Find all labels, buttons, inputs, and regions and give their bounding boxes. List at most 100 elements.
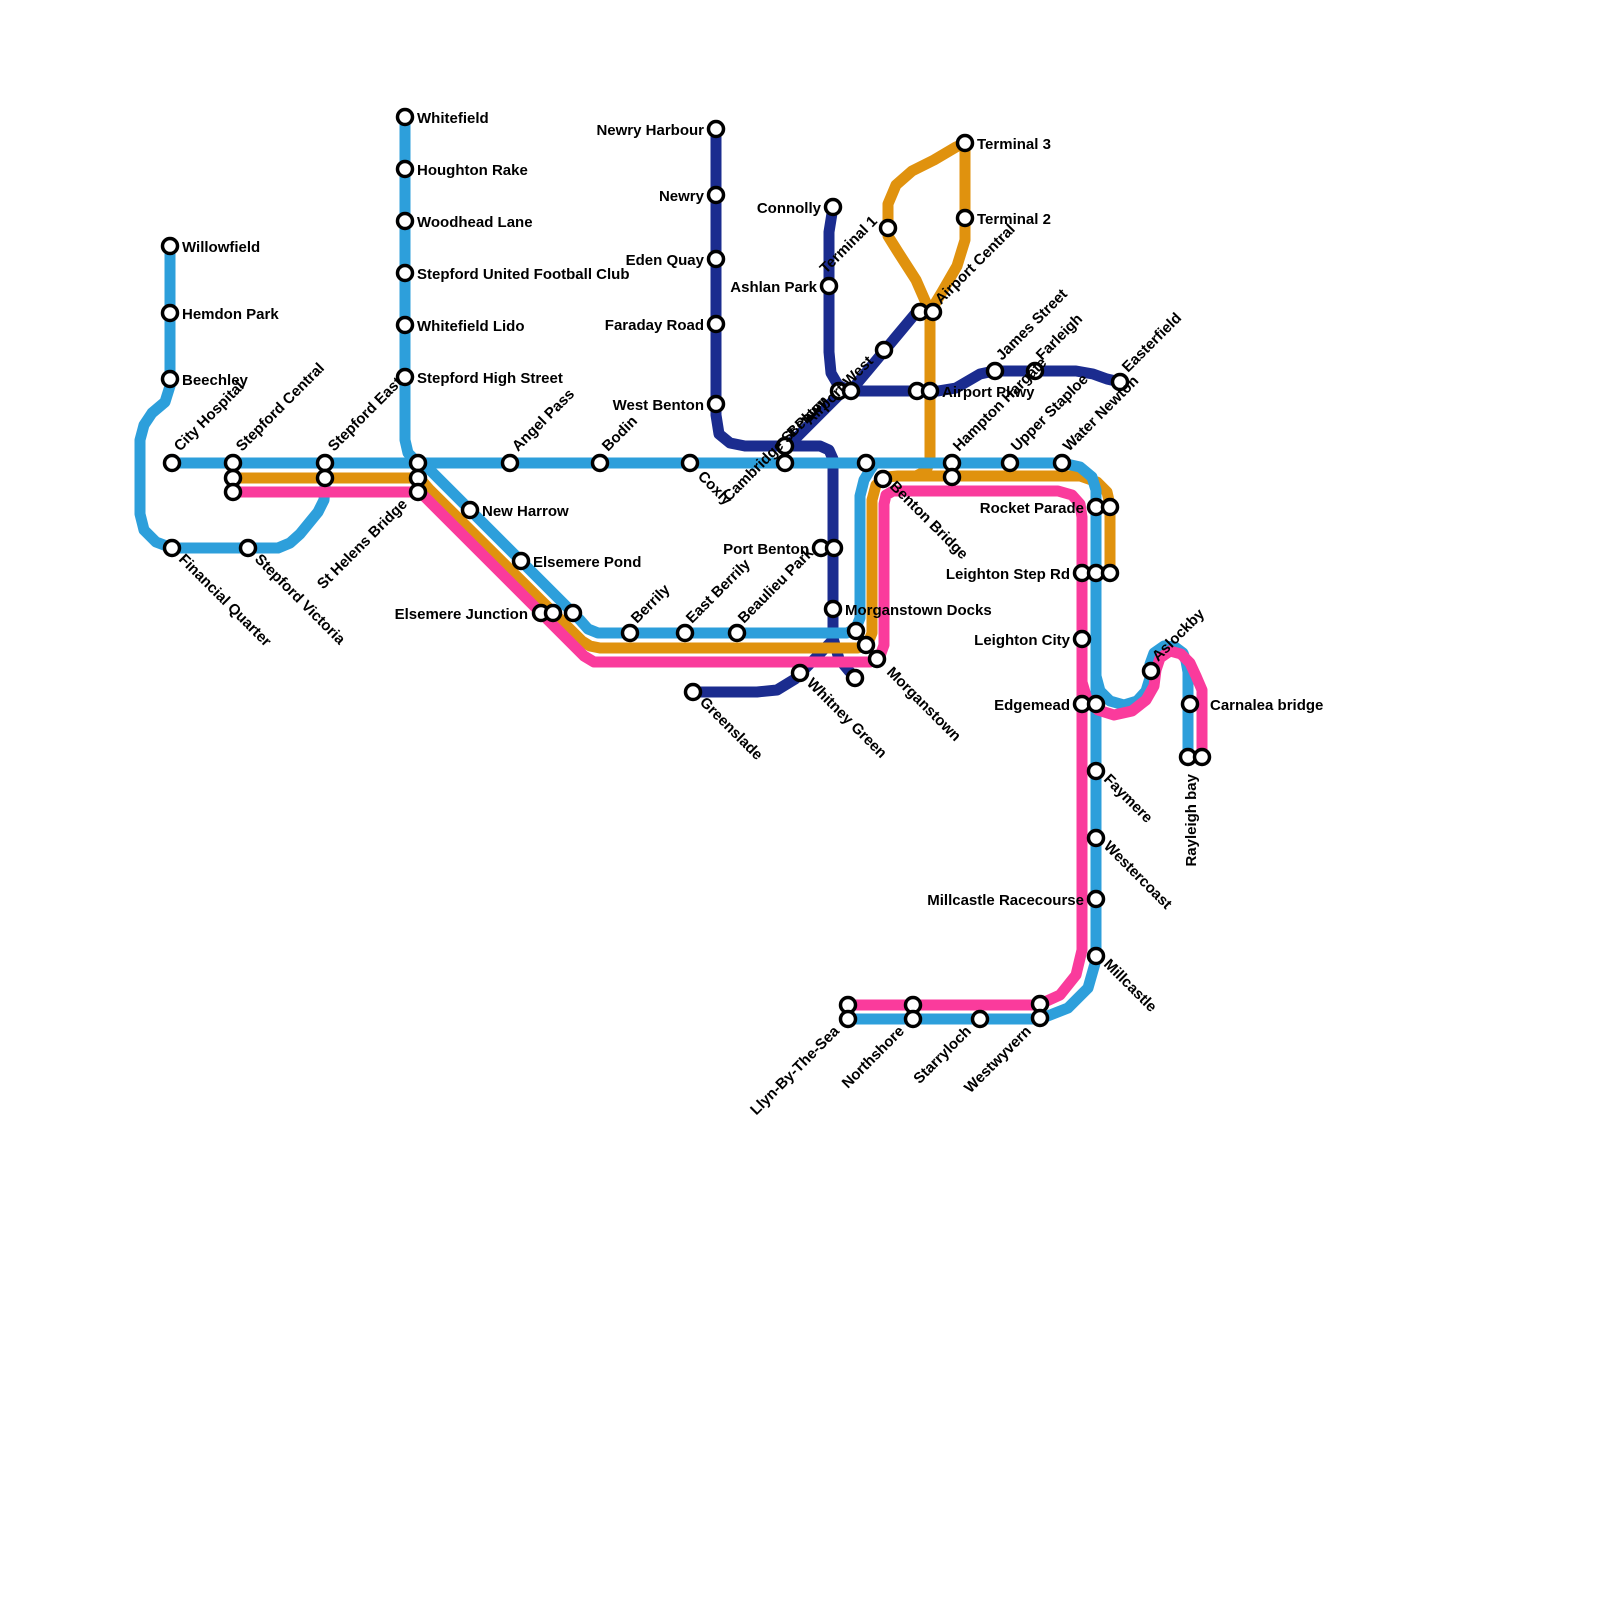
- station-dot-houghton-rake: [395, 159, 415, 179]
- station-label-westercoast: Westercoast: [1100, 838, 1175, 913]
- station-dot-stepford-east-1: [315, 468, 335, 488]
- station-dot-benton-bridge-0: [856, 453, 876, 473]
- station-dot-berrily: [620, 623, 640, 643]
- station-label-whitefield-lido: Whitefield Lido: [417, 318, 524, 335]
- station-label-greenslade: Greenslade: [696, 694, 766, 764]
- station-dot-easterfield: [1110, 372, 1130, 392]
- station-dot-stepford-east-0: [315, 453, 335, 473]
- station-dot-rocket-parade-1: [1100, 497, 1120, 517]
- station-dot-port-benton-1: [824, 538, 844, 558]
- station-dot-water-newton: [1052, 453, 1072, 473]
- station-dot-benton-bridge-1: [873, 469, 893, 489]
- station-dot-leighton-city: [1072, 629, 1092, 649]
- station-dot-westwyvern-1: [1030, 1008, 1050, 1028]
- station-label-west-benton: West Benton: [613, 397, 704, 414]
- station-label-carnalea-bridge: Carnalea bridge: [1210, 697, 1323, 714]
- station-label-easterfield: Easterfield: [1119, 310, 1185, 376]
- station-dot-ashlan-park: [819, 276, 839, 296]
- station-dot-coxly: [680, 453, 700, 473]
- station-label-elsemere-junction: Elsemere Junction: [395, 606, 528, 623]
- station-dot-west-benton: [706, 394, 726, 414]
- station-label-berrily: Berrily: [628, 581, 674, 627]
- station-dot-elsemere-pond: [511, 551, 531, 571]
- station-label-stepford-united-football-club: Stepford United Football Club: [417, 266, 629, 283]
- station-label-elsemere-pond: Elsemere Pond: [533, 554, 641, 571]
- station-dot-eden-quay: [706, 249, 726, 269]
- station-dot-farleigh: [1025, 361, 1045, 381]
- station-label-hemdon-park: Hemdon Park: [182, 306, 279, 323]
- station-dot-rayleigh-bay-1: [1192, 747, 1212, 767]
- station-label-morganstown-docks: Morganstown Docks: [845, 602, 992, 619]
- station-dot-aslockby: [1141, 661, 1161, 681]
- station-label-terminal-3: Terminal 3: [977, 136, 1051, 153]
- station-dot-stepford-high-street: [395, 367, 415, 387]
- station-dot-airport-west: [874, 340, 894, 360]
- station-label-port-benton: Port Benton: [723, 541, 809, 558]
- station-dot-greenslade: [683, 682, 703, 702]
- station-dot-newry: [706, 185, 726, 205]
- station-dot-financial-quarter: [162, 538, 182, 558]
- station-label-airport-pkwy: Airport Pkwy: [942, 384, 1035, 401]
- station-dot-faraday-road: [706, 314, 726, 334]
- station-dot-stepford-united-football-club: [395, 263, 415, 283]
- station-dot-airport-pkwy-1: [920, 381, 940, 401]
- station-label-newry: Newry: [659, 188, 705, 205]
- station-dot-morganstown-3: [845, 668, 865, 688]
- station-label-eden-quay: Eden Quay: [626, 252, 705, 269]
- station-dot-morganstown-2: [867, 649, 887, 669]
- station-label-willowfield: Willowfield: [182, 239, 260, 256]
- station-dot-newry-harbour: [706, 119, 726, 139]
- station-label-leighton-step-rd: Leighton Step Rd: [946, 566, 1070, 583]
- station-label-connolly: Connolly: [757, 200, 822, 217]
- station-dot-edgemead-1: [1086, 694, 1106, 714]
- station-label-llyn-by-the-sea: Llyn-By-The-Sea: [747, 1022, 843, 1118]
- station-dot-east-berrily: [675, 623, 695, 643]
- station-dot-elsemere-junction-1: [543, 603, 563, 623]
- line-orange-segment-1: [882, 137, 971, 318]
- station-label-faymere: Faymere: [1100, 771, 1156, 827]
- station-label-northshore: Northshore: [839, 1023, 908, 1092]
- station-dot-st-helens-bridge-0: [408, 453, 428, 473]
- station-label-new-harrow: New Harrow: [482, 503, 569, 520]
- station-dot-terminal-1: [878, 218, 898, 238]
- station-dot-benton-0: [775, 436, 795, 456]
- station-dot-elsemere-junction-2: [563, 603, 583, 623]
- station-label-whitney-green: Whitney Green: [803, 675, 890, 762]
- station-dot-westercoast: [1086, 828, 1106, 848]
- station-dot-james-street: [985, 361, 1005, 381]
- station-dot-leighton-step-rd-2: [1100, 563, 1120, 583]
- station-label-terminal-2: Terminal 2: [977, 211, 1051, 228]
- station-dot-bodin: [590, 453, 610, 473]
- station-label-angel-pass: Angel Pass: [509, 386, 578, 455]
- station-dot-whitefield-lido: [395, 315, 415, 335]
- station-label-faraday-road: Faraday Road: [605, 317, 704, 334]
- station-label-houghton-rake: Houghton Rake: [417, 162, 528, 179]
- station-dot-whitefield: [395, 107, 415, 127]
- line-pink-segment-0: [227, 485, 1088, 1011]
- station-label-rayleigh-bay: Rayleigh bay: [1183, 773, 1200, 866]
- station-dot-stepford-central-2: [223, 482, 243, 502]
- station-label-morganstown: Morganstown: [883, 664, 964, 745]
- station-label-ashlan-park: Ashlan Park: [730, 279, 817, 296]
- station-label-woodhead-lane: Woodhead Lane: [417, 214, 533, 231]
- station-dot-airport-central-1: [923, 302, 943, 322]
- station-dot-new-harrow: [460, 500, 480, 520]
- station-dot-willowfield: [160, 236, 180, 256]
- station-dot-beaulieu-park: [727, 623, 747, 643]
- station-label-st-helens-bridge: St Helens Bridge: [314, 496, 411, 593]
- station-dot-hemdon-park: [160, 303, 180, 323]
- station-label-bodin: Bodin: [599, 413, 641, 455]
- station-dot-millcastle: [1086, 946, 1106, 966]
- station-dot-terminal-3: [955, 133, 975, 153]
- station-dot-starryloch: [970, 1009, 990, 1029]
- station-dot-stepford-victoria: [238, 538, 258, 558]
- station-dot-millcastle-racecourse: [1086, 889, 1106, 909]
- station-dot-woodhead-lane: [395, 211, 415, 231]
- station-dot-carnalea-bridge: [1180, 694, 1200, 714]
- station-dot-morganstown-docks: [823, 599, 843, 619]
- station-dot-faymere: [1086, 761, 1106, 781]
- station-dot-upper-staploe: [1000, 453, 1020, 473]
